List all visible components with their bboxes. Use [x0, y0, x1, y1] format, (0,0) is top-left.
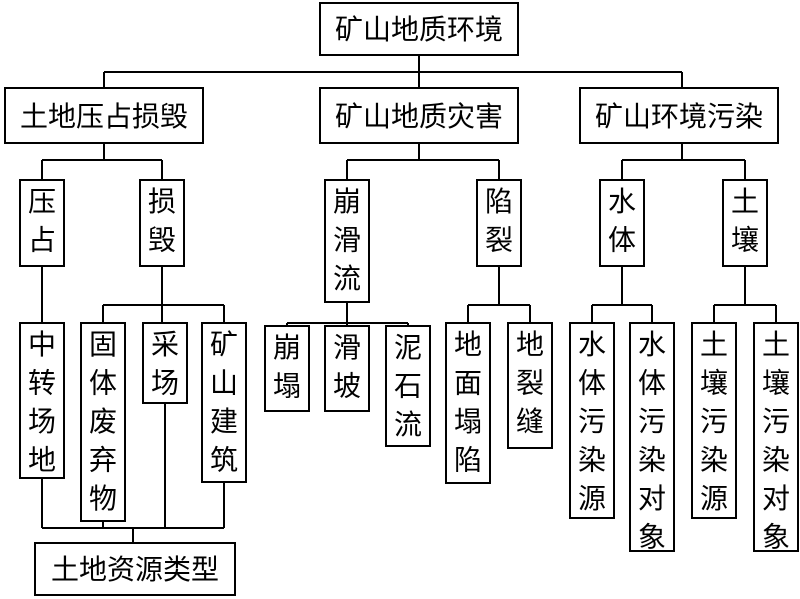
- bottom-node: 土地资源类型: [34, 542, 236, 596]
- level3-label: 崩塌: [273, 331, 301, 403]
- level3-label: 地面塌陷: [454, 328, 482, 477]
- connectors: [41, 55, 777, 543]
- level3-node-tuyuan: 土壤污染源: [691, 322, 737, 519]
- level3-node-dimian: 地面塌陷: [445, 322, 491, 484]
- level3-label: 土壤污染源: [700, 328, 728, 515]
- level3-node-dilie: 地裂缝: [507, 322, 553, 449]
- level2-node-turang: 土壤: [722, 179, 768, 267]
- level3-label: 滑坡: [333, 331, 361, 403]
- level2-node-sunhui: 损毁: [139, 179, 185, 267]
- level2-label: 崩滑流: [333, 185, 361, 295]
- level3-node-shuiyuan: 水体污染源: [569, 322, 615, 519]
- level3-label: 水体污染对象: [638, 328, 666, 554]
- level1-node-pollution: 矿山环境污染: [579, 87, 779, 144]
- level3-node-huapo: 滑坡: [324, 325, 370, 412]
- level3-node-zhongzhuan: 中转场地: [19, 322, 65, 479]
- level3-node-nishiliu: 泥石流: [385, 325, 431, 447]
- level3-node-tuduixiang: 土壤污染对象: [753, 322, 799, 554]
- level3-label: 采场: [151, 328, 179, 400]
- level3-label: 矿山建筑: [210, 328, 238, 477]
- level2-label: 陷裂: [485, 185, 513, 257]
- level2-node-benghualiu: 崩滑流: [324, 179, 370, 303]
- level3-node-caichang: 采场: [142, 322, 188, 404]
- level1-node-land: 土地压占损毁: [4, 87, 204, 144]
- level3-node-guti: 固体废弃物: [80, 322, 126, 522]
- level3-label: 中转场地: [28, 328, 56, 477]
- level3-node-shuiduixiang: 水体污染对象: [629, 322, 675, 554]
- level3-node-bengta: 崩塌: [264, 325, 310, 412]
- level3-label: 地裂缝: [516, 328, 544, 438]
- level2-node-xianlie: 陷裂: [476, 179, 522, 267]
- root-node: 矿山地质环境: [319, 2, 519, 56]
- level2-node-shuiti: 水体: [599, 179, 645, 267]
- level3-label: 水体污染源: [578, 328, 606, 515]
- level3-label: 土壤污染对象: [762, 328, 790, 554]
- root-label: 矿山地质环境: [335, 13, 503, 46]
- level3-label: 泥石流: [394, 331, 422, 441]
- level2-node-yazhan: 压占: [19, 179, 65, 267]
- bottom-label: 土地资源类型: [51, 553, 219, 586]
- level2-label: 压占: [28, 185, 56, 257]
- level1-label: 矿山环境污染: [595, 100, 763, 133]
- level2-label: 水体: [608, 185, 636, 257]
- level3-node-jianzhu: 矿山建筑: [201, 322, 247, 483]
- level2-label: 损毁: [148, 185, 176, 257]
- level2-label: 土壤: [731, 185, 759, 257]
- level1-label: 矿山地质灾害: [335, 100, 503, 133]
- level1-label: 土地压占损毁: [20, 100, 188, 133]
- level1-node-hazard: 矿山地质灾害: [319, 87, 519, 144]
- level3-label: 固体废弃物: [89, 328, 117, 515]
